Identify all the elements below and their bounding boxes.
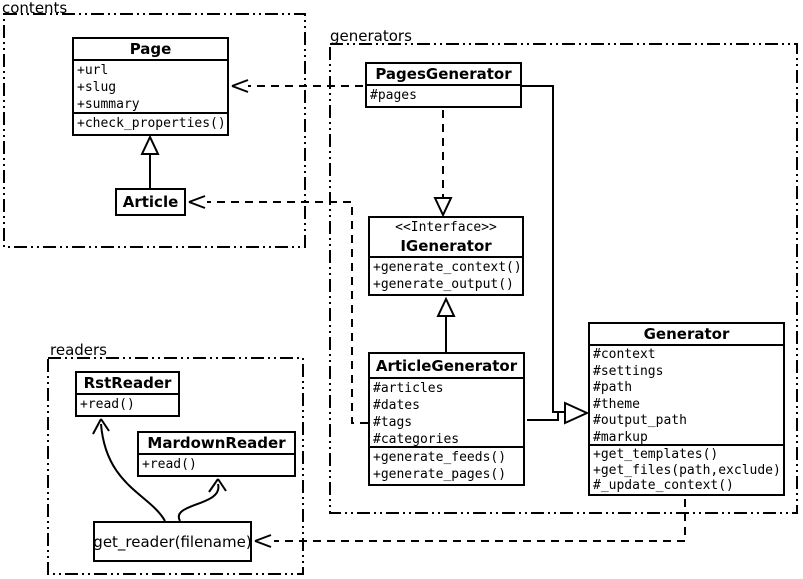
attributes-compartment: #context #settings #path #theme #output_… (590, 346, 783, 446)
arrow-line-getreader-to-rstreader (100, 423, 166, 522)
package-label-generators: generators (330, 27, 412, 45)
method-row: +check_properties() (77, 116, 226, 131)
arrowhead-rstreader (92, 418, 110, 435)
methods-compartment: +generate_feeds() +generate_pages() (370, 448, 523, 484)
class-page: Page +url +slug +summary +check_properti… (72, 37, 229, 136)
class-title: <<Interface>> IGenerator (370, 218, 522, 258)
attributes-compartment: #articles #dates #tags #categories (370, 379, 523, 448)
attributes-compartment: +url +slug +summary (74, 61, 227, 114)
method-row: +generate_pages() (373, 467, 507, 482)
class-article: Article (115, 188, 186, 216)
inheritance-triangle-page (140, 134, 160, 155)
inheritance-triangle-igenerator-bottom (436, 296, 456, 317)
attribute-row: +slug (77, 80, 117, 95)
methods-compartment: +read() (139, 455, 294, 475)
dependency-arrowhead-article (188, 195, 206, 209)
attribute-row: #settings (593, 363, 664, 379)
realization-triangle-igenerator-top (433, 197, 453, 218)
class-rstreader: RstReader +read() (75, 371, 180, 417)
methods-compartment: +get_templates() +get_files(path,exclude… (590, 446, 783, 494)
dependency-line-articlegenerator-to-article (207, 201, 368, 424)
attribute-row: #path (593, 380, 633, 395)
dependency-arrowhead-getreader (254, 534, 272, 548)
methods-compartment: +check_properties() (74, 114, 227, 134)
readers-package-border (47, 357, 304, 575)
attribute-row: #dates (373, 398, 420, 413)
dependency-arrowhead-page (231, 79, 249, 93)
attributes-compartment: #pages (367, 86, 520, 106)
class-title: Page (74, 39, 227, 61)
methods-compartment: +generate_context() +generate_output() (370, 258, 522, 294)
attribute-row: #pages (370, 88, 417, 103)
attribute-row: #articles (373, 381, 444, 396)
inheritance-line-articlegenerator-to-generator (527, 411, 565, 421)
method-row: +generate_context() (373, 260, 522, 275)
dependency-line-generator-to-getreader (274, 499, 686, 542)
attribute-row: #context (593, 347, 656, 362)
class-pagesgenerator: PagesGenerator #pages (365, 62, 522, 108)
class-title: MardownReader (139, 433, 294, 455)
class-mardownreader: MardownReader +read() (137, 431, 296, 477)
interface-name: IGenerator (400, 236, 492, 255)
contents-package-border (3, 13, 306, 248)
method-row: +generate_feeds() (373, 450, 507, 465)
function-label: get_reader(filename) (93, 532, 252, 551)
class-articlegenerator: ArticleGenerator #articles #dates #tags … (368, 352, 525, 486)
arrowhead-mardownreader (208, 478, 227, 493)
generators-package-border (329, 43, 798, 514)
class-title: PagesGenerator (367, 64, 520, 86)
method-row: +get_templates() (593, 447, 719, 462)
class-title: Generator (590, 324, 783, 346)
attribute-row: +url (77, 63, 109, 78)
attribute-row: #output_path (593, 413, 687, 428)
method-row: #_update_context() (593, 478, 734, 493)
attribute-row: #tags (373, 415, 413, 430)
attribute-row: #theme (593, 396, 640, 412)
method-row: +get_files(path,exclude) (593, 462, 781, 478)
interface-igenerator: <<Interface>> IGenerator +generate_conte… (368, 216, 524, 296)
stereotype-label: <<Interface>> (395, 219, 497, 235)
methods-compartment: +read() (77, 395, 178, 415)
class-title: ArticleGenerator (370, 354, 523, 379)
attribute-row: +summary (77, 97, 140, 112)
method-row: +read() (142, 457, 197, 472)
class-title: RstReader (77, 373, 178, 395)
method-row: +generate_output() (373, 277, 514, 292)
package-label-contents: contents (2, 0, 68, 17)
package-label-readers: readers (50, 341, 107, 359)
attribute-row: #categories (373, 432, 460, 447)
inheritance-triangle-generator (564, 401, 590, 425)
class-generator: Generator #context #settings #path #them… (588, 322, 785, 496)
class-title: Article (122, 193, 179, 211)
function-get-reader: get_reader(filename) (93, 521, 252, 562)
inheritance-line-pagesgenerator-to-generator (522, 85, 565, 413)
method-row: +read() (80, 397, 135, 412)
attribute-row: #markup (593, 429, 648, 445)
arrow-line-getreader-to-mardownreader (177, 483, 220, 522)
